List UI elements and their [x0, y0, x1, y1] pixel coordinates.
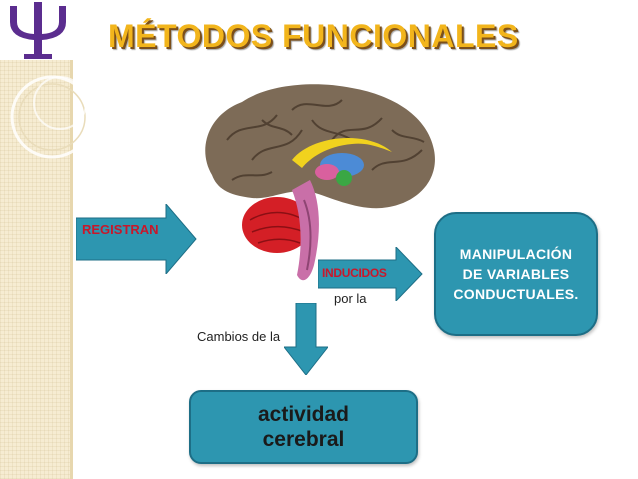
por-la-label: por la — [334, 291, 367, 306]
inducidos-label: INDUCIDOS — [322, 266, 387, 280]
brain-illustration-icon — [205, 84, 435, 281]
slide-title: MÉTODOS FUNCIONALES — [108, 18, 519, 54]
manipulacion-text: MANIPULACIÓN DE VARIABLES CONDUCTUALES. — [453, 245, 579, 303]
psi-logo-icon — [10, 2, 66, 59]
registran-arrow — [76, 204, 197, 274]
down-arrow — [284, 303, 328, 375]
actividad-cerebral-text: actividad cerebral — [257, 402, 350, 451]
manipulacion-box: MANIPULACIÓN DE VARIABLES CONDUCTUALES. — [434, 212, 598, 336]
side-panel-edge — [70, 60, 73, 479]
inducidos-arrow — [318, 247, 423, 301]
actividad-cerebral-box: actividad cerebral — [189, 390, 418, 464]
cambios-de-la-label: Cambios de la — [197, 329, 281, 344]
registran-label: REGISTRAN — [82, 222, 159, 237]
decorative-circles — [10, 75, 90, 159]
